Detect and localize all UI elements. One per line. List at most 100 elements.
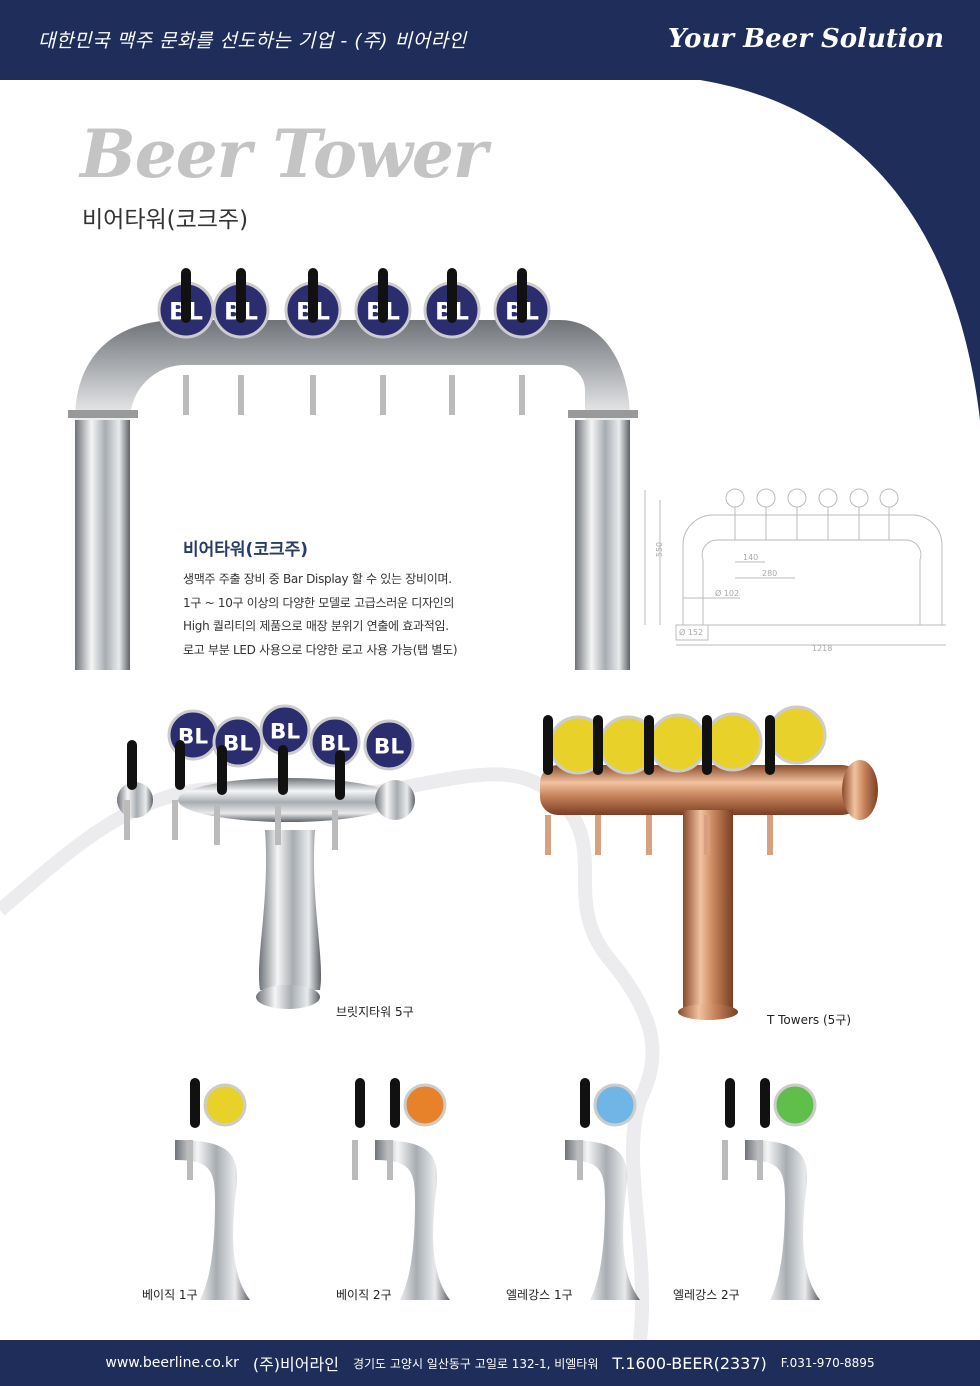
description-line: 생맥주 주출 장비 중 Bar Display 할 수 있는 장비이며. [183,572,452,586]
product-caption: T Towers (5구) [767,1013,852,1027]
description-line: 1구 ~ 10구 이상의 다양한 모델로 고급스러운 디자인의 [183,595,455,610]
tap-spout [187,1140,193,1180]
tap-handle-icon [181,268,191,323]
tap-spout [387,1140,393,1180]
logo-disc [593,1083,637,1127]
logo-disc [363,719,415,771]
drawing-tap-circles [725,488,899,540]
tap-handle-icon [517,268,527,323]
footer: www.beerline.co.kr (주)비어라인 경기도 고양시 일산동구 … [0,1340,980,1386]
tap-handle-icon [308,268,318,323]
tap-spout [519,375,525,415]
tap-spout [577,1140,583,1180]
tap-spout [310,375,316,415]
logo-disc [403,1083,447,1127]
page-subtitle: 비어타워(코크주) [82,207,249,233]
dim-height: 550 [655,541,665,558]
logo-text: BL [320,731,350,756]
tap-spout [214,805,220,845]
product-caption: 베이직 2구 [336,1288,392,1302]
description-heading: 비어타워(코크주) [183,540,309,560]
header-tagline: 대한민국 맥주 문화를 선도하는 기업 - (주) 비어라인 [38,30,467,52]
tap-spout [757,1140,763,1180]
tap-handle-icon [702,715,712,775]
tap-spout [380,375,386,415]
tap-spout [722,1140,728,1180]
logo-text: BL [374,734,404,759]
tower-body [375,1140,450,1300]
dim-width: 1218 [812,644,833,653]
tap-handle-icon [760,1078,770,1128]
product-caption: 브릿지타워 5구 [336,1005,414,1019]
tap-handle-icon [593,715,603,775]
tap-handle-icon [580,1078,590,1128]
footer-address: 경기도 고양시 일산동구 고일로 132-1, 비엘타워 [352,1356,599,1371]
header-slogan: Your Beer Solution [667,24,944,54]
tap-spout [352,1140,358,1180]
tap-spout [646,815,652,855]
product-description: 비어타워(코크주) 생맥주 주출 장비 중 Bar Display 할 수 있는… [183,535,458,662]
bridge-tower-image [117,778,415,1009]
logo-text: BL [270,719,300,744]
product-caption: 엘레강스 2구 [673,1288,740,1302]
logo-disc [703,712,763,772]
drawing-circle [725,488,745,508]
tap-spout [767,815,773,855]
tap-handle-icon [447,268,457,323]
tap-handle-icon [127,740,137,790]
tap-handle-icon [236,268,246,323]
tap-handle-icon [217,745,227,795]
tap-spout [238,375,244,415]
dim-pipe-diameter: Ø 102 [715,589,740,598]
dim-base-diameter: Ø 152 [679,628,704,637]
beer-tower-6-tap-image [68,320,638,670]
tap-handle-icon [390,1078,400,1128]
description-line: High 퀄리티의 제품으로 매장 분위기 연출에 효과적임. [183,619,449,633]
tap-spout [332,810,338,850]
header-band [0,0,980,420]
drawing-circle [849,488,869,508]
footer-company: (주)비어라인 [252,1355,339,1374]
logo-disc [203,1083,247,1127]
product-caption: 엘레강스 1구 [506,1288,573,1302]
tap-handle-icon [543,715,553,775]
drawing-circle [879,488,899,508]
decorative-wave [0,767,660,1341]
tap-spout [595,815,601,855]
logo-text: BL [223,731,253,756]
tap-spout [124,800,130,840]
tap-handle-icon [765,715,775,775]
tap-handle-icon [175,740,185,790]
tap-spout [545,815,551,855]
drawing-circle [787,488,807,508]
tap-handle-icon [644,715,654,775]
tap-spout [183,375,189,415]
dimension-drawing [644,490,946,646]
tower-body [175,1140,250,1300]
logo-disc [767,705,827,765]
tap-handles: BLBLBLBLBLBL [157,268,551,415]
tap-handle-icon [278,745,288,795]
tap-handle-icon [725,1078,735,1128]
t-tower-image [540,760,878,1020]
page-title: Beer Tower [80,115,488,193]
logo-disc [648,713,708,773]
tap-spout [275,805,281,845]
tap-spout [172,800,178,840]
dim-tap-pitch: 140 [743,553,759,562]
small-towers-images [175,1078,820,1300]
tap-handle-icon [335,750,345,800]
logo-disc [773,1083,817,1127]
dim-double-pitch: 280 [762,569,778,578]
tap-spout [704,815,710,855]
footer-phone: T.1600-BEER(2337) [612,1353,767,1373]
tap-handle-icon [378,268,388,323]
tower-body [745,1140,820,1300]
description-line: 로고 부분 LED 사용으로 다양한 로고 사용 가능(탭 별도) [183,642,458,657]
tap-handle-icon [190,1078,200,1128]
drawing-circle [756,488,776,508]
drawing-circle [818,488,838,508]
tap-handle-icon [355,1078,365,1128]
footer-website[interactable]: www.beerline.co.kr [105,1355,239,1371]
